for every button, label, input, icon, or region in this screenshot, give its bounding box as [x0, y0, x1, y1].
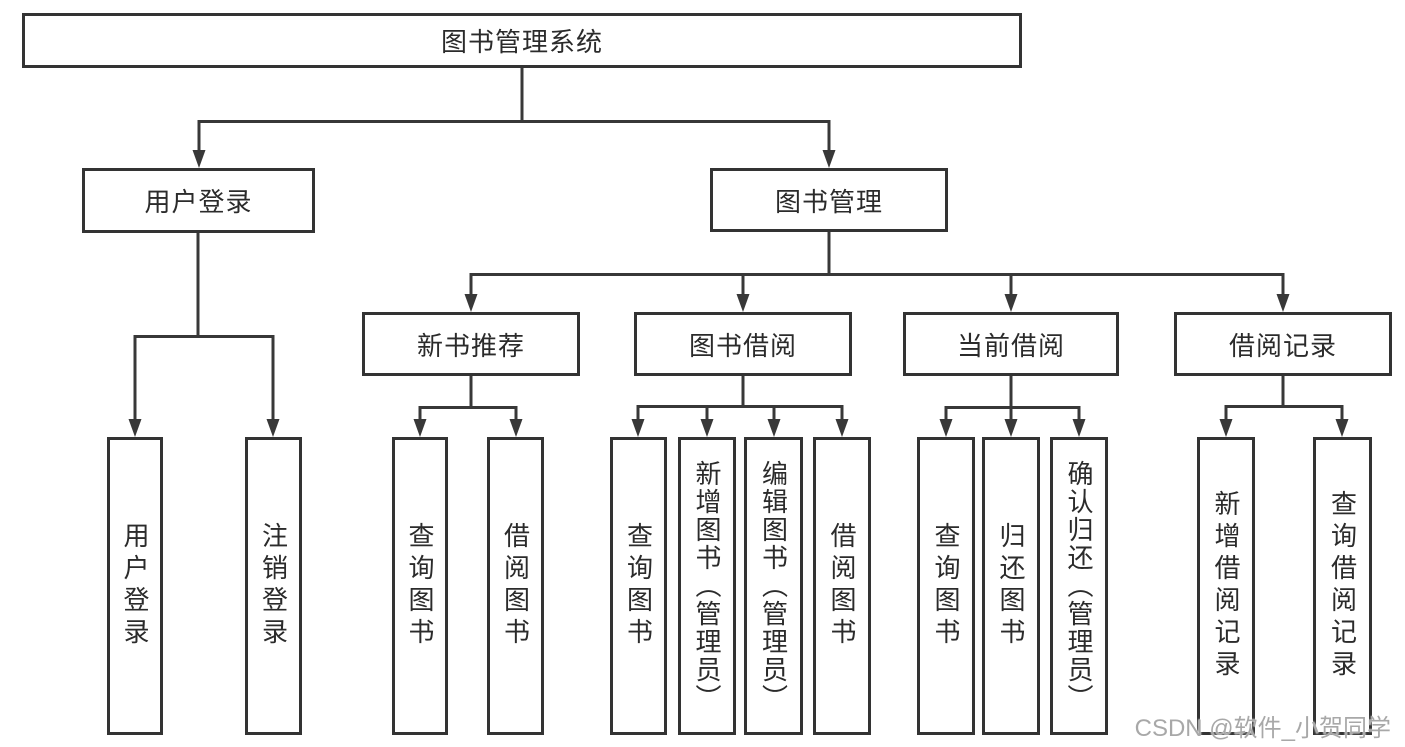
csdn-watermark: CSDN @软件_小贺同学: [1134, 715, 1391, 742]
node-user-login: 用户登录: [82, 168, 315, 233]
node-book-management: 图书管理: [710, 168, 948, 232]
leaf-current-confirm-return-admin: 确认归还（管理员）: [1050, 437, 1108, 735]
leaf-user-login: 用户登录: [107, 437, 163, 735]
leaf-newbook-borrow-books: 借阅图书: [487, 437, 544, 735]
leaf-record-add-borrow-record: 新增借阅记录: [1197, 437, 1255, 735]
leaf-borrow-query-books: 查询图书: [610, 437, 667, 735]
leaf-current-return-books: 归还图书: [982, 437, 1040, 735]
leaf-borrow-add-books-admin: 新增图书（管理员）: [678, 437, 736, 735]
leaf-record-query-borrow-record: 查询借阅记录: [1313, 437, 1372, 735]
node-library-management-system: 图书管理系统: [22, 13, 1022, 68]
node-borrowing-records: 借阅记录: [1174, 312, 1392, 376]
leaf-newbook-query-books: 查询图书: [392, 437, 448, 735]
leaf-borrow-edit-books-admin: 编辑图书（管理员）: [744, 437, 803, 735]
node-current-borrowing: 当前借阅: [903, 312, 1119, 376]
leaf-borrow-borrow-books: 借阅图书: [813, 437, 871, 735]
node-book-borrowing: 图书借阅: [634, 312, 852, 376]
leaf-logout: 注销登录: [245, 437, 302, 735]
node-new-book-recommend: 新书推荐: [362, 312, 580, 376]
leaf-current-query-books: 查询图书: [917, 437, 975, 735]
